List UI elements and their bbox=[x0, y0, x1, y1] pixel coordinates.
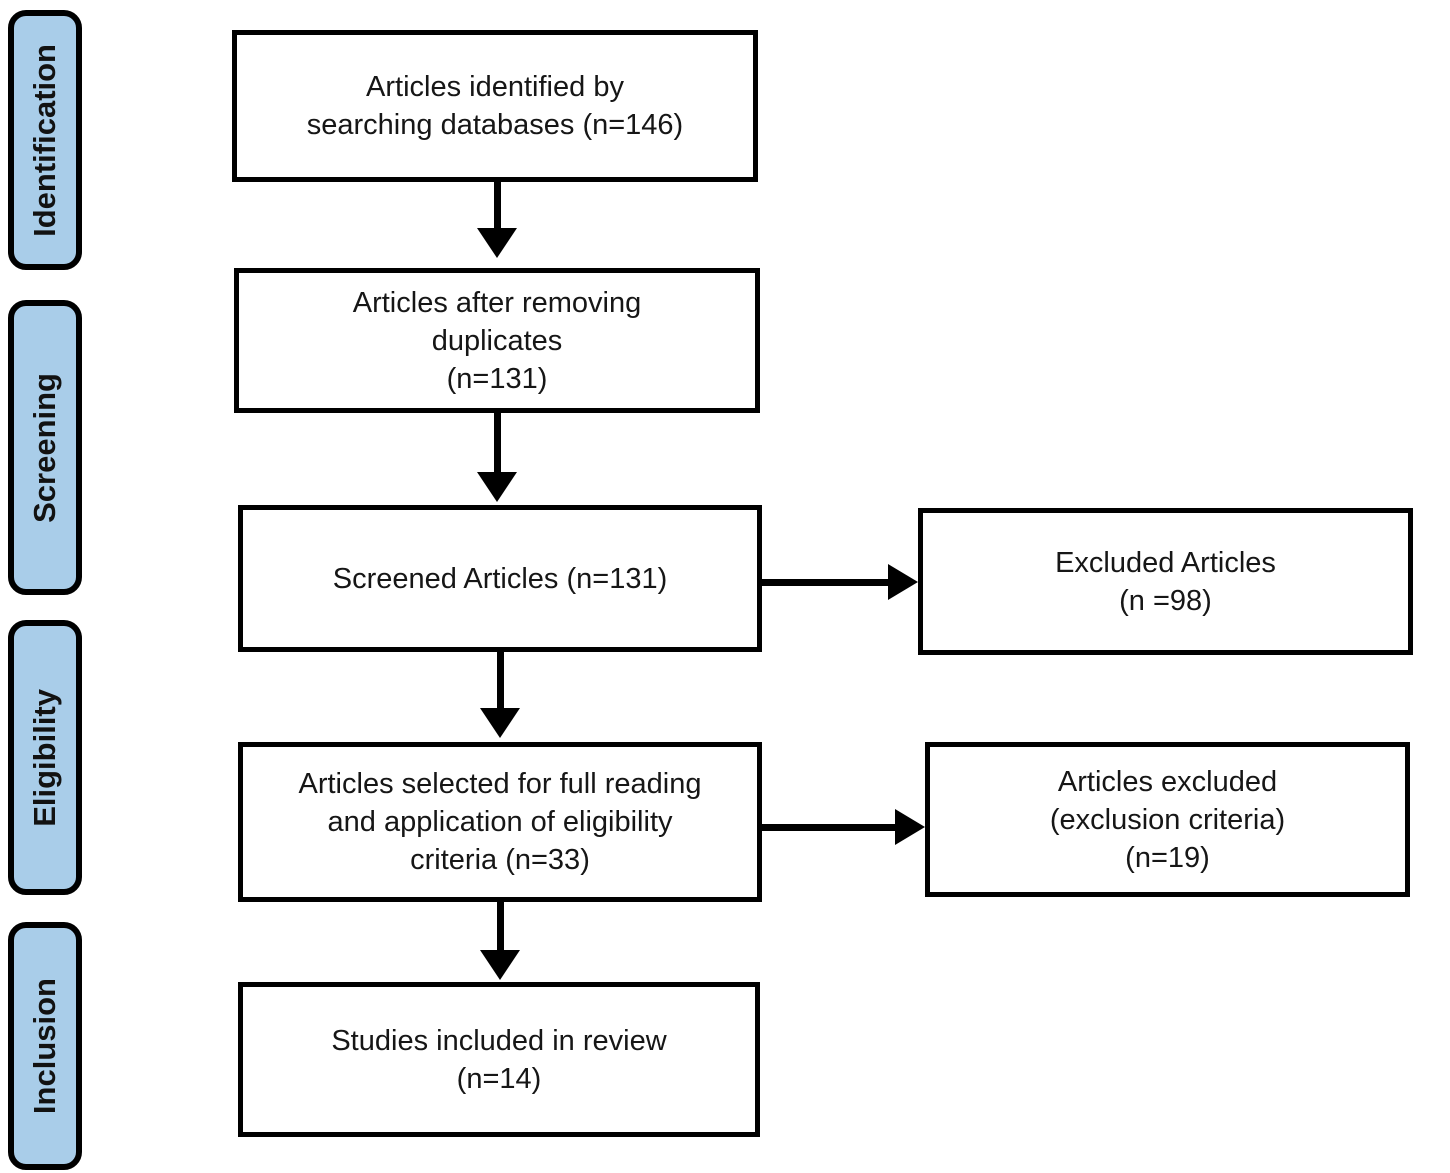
box-excluded-articles-line2: (n =98) bbox=[1119, 584, 1212, 617]
box-full-reading-line3: criteria (n=33) bbox=[410, 844, 590, 876]
arrow-shaft bbox=[762, 823, 895, 831]
box-excluded-criteria-line3: (n=19) bbox=[1125, 841, 1210, 874]
stage-inclusion: Inclusion bbox=[8, 922, 82, 1170]
box-screened-line1: Screened Articles (n=131) bbox=[332, 562, 668, 595]
arrow-down-fullreading-to-included bbox=[480, 902, 520, 980]
box-full-reading-line1: Articles selected for full reading bbox=[298, 768, 702, 800]
arrow-down-identified-to-deduplicated bbox=[477, 182, 517, 258]
stage-eligibility: Eligibility bbox=[8, 620, 82, 895]
box-included-line1: Studies included in review bbox=[331, 1024, 667, 1057]
arrowhead-right-icon bbox=[895, 809, 925, 845]
arrow-right-fullreading-to-excluded bbox=[762, 809, 925, 845]
box-excluded-criteria: Articles excluded (exclusion criteria) (… bbox=[925, 742, 1410, 897]
box-full-reading-line2: and application of eligibility bbox=[327, 806, 673, 838]
box-excluded-criteria-line1: Articles excluded bbox=[1057, 765, 1278, 798]
box-excluded-articles: Excluded Articles (n =98) bbox=[918, 508, 1413, 655]
stage-eligibility-label: Eligibility bbox=[27, 688, 62, 827]
stage-screening: Screening bbox=[8, 300, 82, 595]
box-excluded-criteria-line2: (exclusion criteria) bbox=[1049, 803, 1286, 836]
box-included: Studies included in review (n=14) bbox=[238, 982, 760, 1137]
arrowhead-down-icon bbox=[480, 950, 520, 980]
arrowhead-down-icon bbox=[477, 472, 517, 502]
arrow-shaft bbox=[762, 578, 888, 586]
arrow-down-deduplicated-to-screened bbox=[477, 413, 517, 502]
arrow-shaft bbox=[496, 902, 504, 950]
stage-inclusion-label: Inclusion bbox=[27, 977, 62, 1115]
stage-screening-label: Screening bbox=[27, 372, 62, 523]
box-full-reading: Articles selected for full reading and a… bbox=[238, 742, 762, 902]
arrowhead-down-icon bbox=[477, 228, 517, 258]
stage-identification-label: Identification bbox=[27, 43, 62, 237]
box-articles-identified-line2: searching databases (n=146) bbox=[306, 109, 684, 141]
arrow-down-screened-to-fullreading bbox=[480, 652, 520, 738]
box-articles-identified-line1: Articles identified by bbox=[366, 71, 624, 103]
box-after-duplicates-line3: (n=131) bbox=[446, 362, 548, 395]
box-screened: Screened Articles (n=131) bbox=[238, 505, 762, 652]
arrow-shaft bbox=[493, 413, 501, 472]
box-after-duplicates-line2: duplicates bbox=[431, 324, 563, 357]
box-excluded-articles-line1: Excluded Articles bbox=[1055, 546, 1276, 579]
arrow-shaft bbox=[493, 182, 501, 228]
stage-identification: Identification bbox=[8, 10, 82, 270]
box-articles-identified: Articles identified by searching databas… bbox=[232, 30, 758, 182]
arrow-right-screened-to-excluded bbox=[762, 564, 918, 600]
arrowhead-right-icon bbox=[888, 564, 918, 600]
box-included-line2: (n=14) bbox=[456, 1062, 542, 1095]
box-after-duplicates-line1: Articles after removing bbox=[352, 286, 642, 319]
arrow-shaft bbox=[496, 652, 504, 708]
arrowhead-down-icon bbox=[480, 708, 520, 738]
box-after-duplicates: Articles after removing duplicates (n=13… bbox=[234, 268, 760, 413]
